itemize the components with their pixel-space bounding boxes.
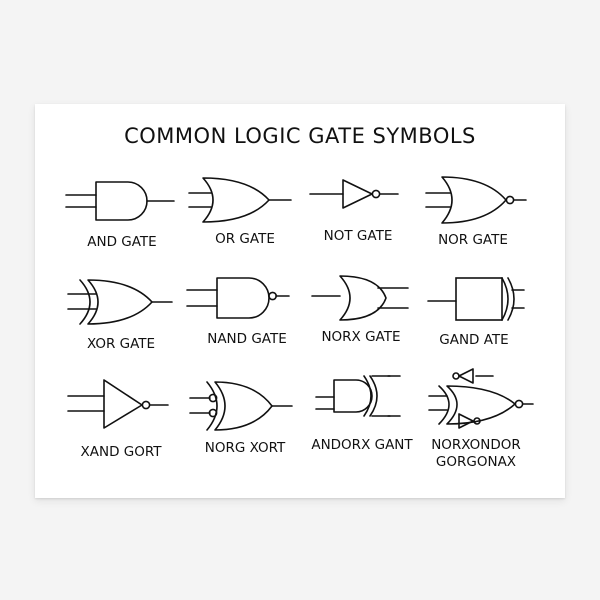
nor-gate-icon [425, 176, 527, 224]
nor-gate-label: NOR GATE [438, 232, 508, 248]
not-gate-label: NOT GATE [323, 228, 393, 244]
norg-xort-label: NORG XORT [204, 440, 286, 456]
not-gate-icon [309, 179, 399, 209]
nand-gate-icon [186, 277, 290, 319]
poster [35, 104, 565, 498]
norx-gate-icon [311, 275, 409, 321]
andorx-gant-label: ANDORX GANT [311, 437, 413, 453]
gand-ate-label: GAND ATE [439, 332, 509, 348]
norxondor-gorgonax-icon [428, 368, 534, 429]
xor-gate-icon [67, 279, 173, 325]
xand-gort-icon [67, 379, 169, 429]
poster-title: COMMON LOGIC GATE SYMBOLS [124, 124, 476, 148]
nand-gate-label: NAND GATE [207, 331, 287, 347]
label-line: GORGONAX [435, 454, 517, 470]
gand-ate-icon [427, 277, 525, 321]
and-gate-icon [65, 181, 175, 221]
andorx-gant-icon [315, 375, 401, 417]
and-gate-label: AND GATE [87, 234, 157, 250]
label-line: NORXONDOR [431, 437, 521, 453]
or-gate-label: OR GATE [215, 231, 275, 247]
or-gate-icon [188, 177, 292, 223]
norx-gate-label: NORX GATE [321, 329, 401, 345]
norg-xort-icon [189, 381, 293, 431]
xor-gate-label: XOR GATE [86, 336, 156, 352]
xand-gort-label: XAND GORT [80, 444, 162, 460]
